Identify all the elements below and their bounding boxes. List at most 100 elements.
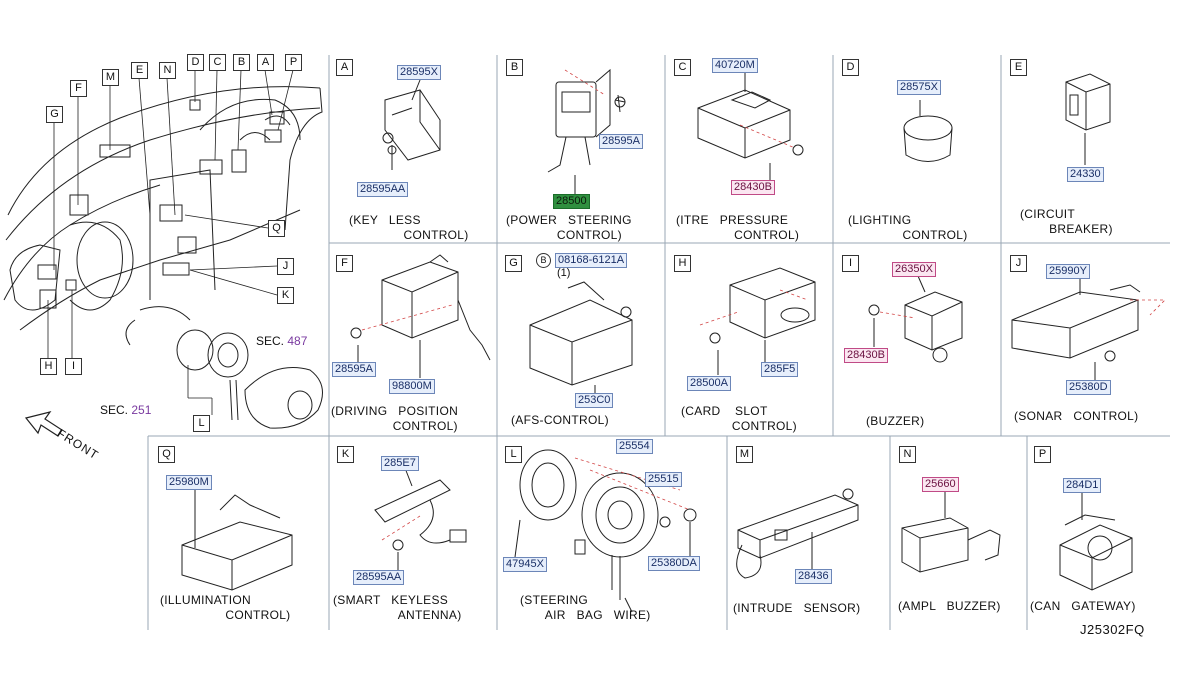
panel-d-caption-line2: CONTROL) xyxy=(848,228,968,242)
panel-n-letter: N xyxy=(899,446,916,463)
part-number-28595a[interactable]: 28595A xyxy=(332,362,376,377)
panel-e-caption-line1: (CIRCUIT xyxy=(1020,207,1076,221)
part-drawing-driving-position-control xyxy=(350,254,491,378)
part-number-25380da[interactable]: 25380DA xyxy=(648,556,700,571)
part-drawing-ampl-buzzer xyxy=(901,490,1001,573)
panel-k-letter: K xyxy=(337,446,354,463)
part-drawing-afs-control xyxy=(529,281,633,394)
part-number-47945x[interactable]: 47945X xyxy=(503,557,547,572)
part-number-28595aa[interactable]: 28595AA xyxy=(353,570,405,585)
section-ref-label: SEC. xyxy=(100,403,129,417)
part-drawing-tire-pressure-control xyxy=(697,72,804,180)
part-number-24330[interactable]: 24330 xyxy=(1067,167,1104,182)
part-drawing-keyless-control xyxy=(382,79,441,170)
part-number-28595x[interactable]: 28595X xyxy=(397,65,441,80)
part-number-25980m[interactable]: 25980M xyxy=(166,475,212,490)
part-drawing-card-slot-control xyxy=(709,267,816,375)
panel-q-letter: Q xyxy=(158,446,175,463)
panel-j-letter: J xyxy=(1010,255,1027,272)
overview-callout-q[interactable]: Q xyxy=(268,220,285,237)
overview-callout-l[interactable]: L xyxy=(193,415,210,432)
section-ref-number: 487 xyxy=(287,334,308,348)
panel-g-caption-line1: (AFS-CONTROL) xyxy=(511,413,609,427)
panel-p-letter: P xyxy=(1034,446,1051,463)
panel-b-caption-line1: (POWER STEERING xyxy=(506,213,632,227)
part-number-285e7[interactable]: 285E7 xyxy=(381,456,419,471)
overview-callout-h[interactable]: H xyxy=(40,358,57,375)
part-drawing-circuit-breaker xyxy=(1065,73,1111,165)
panel-j-caption-line1: (SONAR CONTROL) xyxy=(1014,409,1139,423)
overview-callout-d[interactable]: D xyxy=(187,54,204,71)
panel-c-letter: C xyxy=(674,59,691,76)
panel-a-caption-line2: CONTROL) xyxy=(349,228,469,242)
panel-n-caption-line1: (AMPL BUZZER) xyxy=(898,599,1001,613)
overview-callout-i[interactable]: I xyxy=(65,358,82,375)
overview-callout-b[interactable]: B xyxy=(233,54,250,71)
panel-k-caption-line1: (SMART KEYLESS xyxy=(333,593,449,607)
panel-h-caption-line1: (CARD SLOT xyxy=(681,404,768,418)
panel-e-letter: E xyxy=(1010,59,1027,76)
panel-d-caption-line1: (LIGHTING xyxy=(848,213,912,227)
overview-callout-e[interactable]: E xyxy=(131,62,148,79)
panel-d-letter: D xyxy=(842,59,859,76)
dashboard-overview-drawing xyxy=(3,86,323,429)
part-number-25380d[interactable]: 25380D xyxy=(1066,380,1111,395)
panel-l-letter: L xyxy=(505,446,522,463)
part-number-98800m[interactable]: 98800M xyxy=(389,379,435,394)
overview-callout-m[interactable]: M xyxy=(102,69,119,86)
bolt-ref-circle: B xyxy=(536,253,551,268)
part-drawing-smart-keyless-antenna xyxy=(374,467,467,570)
part-drawing-intrude-sensor xyxy=(736,488,859,579)
overview-callout-p[interactable]: P xyxy=(285,54,302,71)
panel-m-letter: M xyxy=(736,446,753,463)
part-number-28595aa[interactable]: 28595AA xyxy=(357,182,409,197)
part-number-25990y[interactable]: 25990Y xyxy=(1046,264,1090,279)
part-number-28430b[interactable]: 28430B xyxy=(731,180,775,195)
panel-b-letter: B xyxy=(506,59,523,76)
section-ref-label: SEC. xyxy=(256,334,285,348)
panel-e-caption-line2: BREAKER) xyxy=(1020,222,1113,236)
part-number-28436[interactable]: 28436 xyxy=(795,569,832,584)
panel-grid xyxy=(147,55,1170,630)
part-number-253c0[interactable]: 253C0 xyxy=(575,393,614,408)
panel-l-caption-line1: (STEERING xyxy=(520,593,589,607)
panel-l-caption-line2: AIR BAG WIRE) xyxy=(520,608,651,622)
section-ref-487[interactable]: SEC. 487 xyxy=(256,334,307,348)
part-drawing-sonar-control xyxy=(1011,276,1141,380)
panel-i-caption-line1: (BUZZER) xyxy=(866,414,925,428)
part-number-40720m[interactable]: 40720M xyxy=(712,58,758,73)
overview-callout-g[interactable]: G xyxy=(46,106,63,123)
part-number-25660[interactable]: 25660 xyxy=(922,477,959,492)
panel-k-caption-line2: ANTENNA) xyxy=(333,608,462,622)
part-number-28595a[interactable]: 28595A xyxy=(599,134,643,149)
part-number-08168-6121a[interactable]: 08168-6121A xyxy=(555,253,628,268)
part-number-28500a[interactable]: 28500A xyxy=(687,376,731,391)
part-drawing-lighting-control xyxy=(903,100,953,162)
overview-callout-a[interactable]: A xyxy=(257,54,274,71)
overview-callout-f[interactable]: F xyxy=(70,80,87,97)
panel-a-letter: A xyxy=(336,59,353,76)
section-ref-251[interactable]: SEC. 251 xyxy=(100,403,151,417)
part-number-28500[interactable]: 28500 xyxy=(553,194,590,209)
part-number-285f5[interactable]: 285F5 xyxy=(761,362,799,377)
overview-callout-n[interactable]: N xyxy=(159,62,176,79)
overview-callout-j[interactable]: J xyxy=(277,258,294,275)
part-drawing-buzzer xyxy=(868,275,963,363)
panel-i-letter: I xyxy=(842,255,859,272)
quantity-label: (1) xyxy=(557,267,571,279)
overview-callout-k[interactable]: K xyxy=(277,287,294,304)
part-number-25554[interactable]: 25554 xyxy=(616,439,653,454)
panel-h-letter: H xyxy=(674,255,691,272)
panel-q-caption-line2: CONTROL) xyxy=(160,608,291,622)
diagram-code: J25302FQ xyxy=(1080,622,1145,637)
overview-callout-c[interactable]: C xyxy=(209,54,226,71)
part-number-284d1[interactable]: 284D1 xyxy=(1063,478,1102,493)
panel-g-letter: G xyxy=(505,255,522,272)
part-number-25515[interactable]: 25515 xyxy=(645,472,682,487)
part-number-26350x[interactable]: 26350X xyxy=(892,262,936,277)
part-number-28575x[interactable]: 28575X xyxy=(897,80,941,95)
panel-c-caption-line2: CONTROL) xyxy=(676,228,800,242)
part-number-28430b[interactable]: 28430B xyxy=(844,348,888,363)
panel-m-caption-line1: (INTRUDE SENSOR) xyxy=(733,601,861,615)
part-drawing-power-steering-control xyxy=(547,68,626,195)
